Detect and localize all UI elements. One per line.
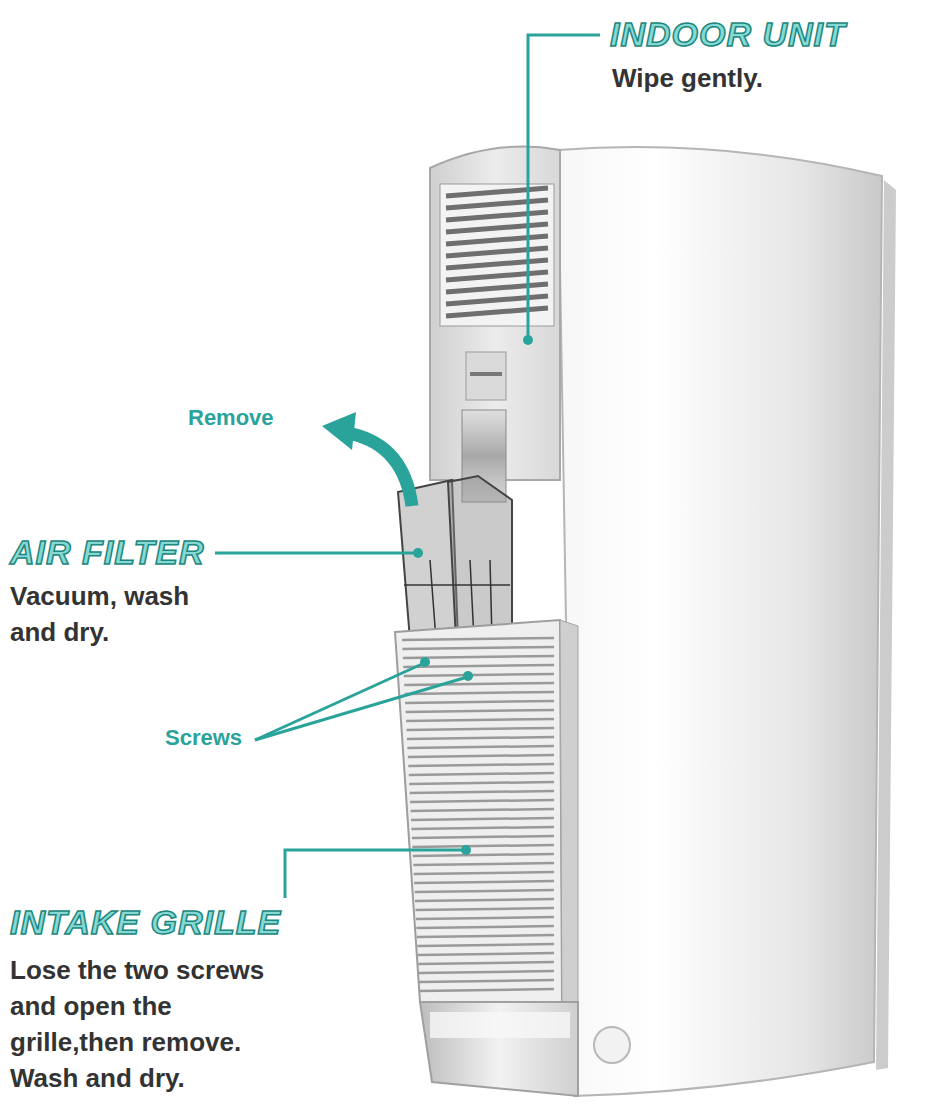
part-label: Screws [165,724,255,752]
louver-slats-part [446,260,548,268]
grille-slat [402,638,554,640]
air-filter-part-part [430,560,436,640]
intake-grille-part [395,620,562,1002]
grille-slat [415,899,554,901]
grille-slat [408,755,554,757]
unit-base-part [594,1027,630,1063]
leader-lines-part [215,552,414,555]
air-filter-part-part [404,584,510,586]
louver-slats-part [446,272,548,280]
leader-dots-part [413,548,423,558]
leader-dots [413,335,533,855]
grille-slat [417,944,554,946]
instruction-text: Wipe gently. [612,60,932,96]
grille-slat [420,989,554,991]
grille-slat [416,908,555,910]
air-filter-part [448,476,512,640]
grille-slat [402,647,554,649]
leader-dots-part [523,335,533,345]
grille-slat [411,809,554,811]
remove-arrow-part [352,434,412,506]
louver-slats-part [446,248,548,256]
leader-dots-part [461,845,471,855]
part-heading: AIR FILTER [10,532,215,572]
grille-slat [411,827,554,829]
instruction-text: Vacuum, wash and dry. [10,578,210,650]
grille-slat [418,962,554,964]
unit-base [420,1002,630,1096]
grille-slat [405,701,554,703]
grille-slat [408,764,554,766]
leader-dots-part [463,671,473,681]
grille-slat [411,818,554,820]
grille-slat [404,674,554,676]
grille-slat [407,737,554,739]
grille-slat [404,683,554,685]
remove-arrow-part [322,412,356,450]
louver-slats-part [446,284,548,292]
leader-lines-part [528,35,600,336]
unit-base-part [430,1012,570,1038]
louver-slats [446,188,548,316]
leader-lines-part [255,678,464,740]
grille-slat [410,791,554,793]
grille-slat [407,746,554,748]
grille-slat [406,719,554,721]
grille-slat [410,800,554,802]
grille-slat [419,971,554,973]
grille-slat [413,854,554,856]
louver-slats-part [446,224,548,232]
grille-slat [416,917,554,919]
grille-slat [405,692,554,694]
louver-slats-part [446,296,548,304]
grille-slat [415,890,554,892]
grille-slat [406,710,554,712]
grille-slat [413,863,554,865]
leader-lines-part [285,850,462,898]
grille-slat [414,881,554,883]
grille-slat [417,935,554,937]
louver-slats-part [446,188,548,196]
logo-mark [470,372,502,376]
leader-lines [215,35,600,898]
intake-grille-part [560,620,578,1002]
leader-dots-part [420,657,430,667]
louver-frame [440,184,554,326]
grille-slat [418,953,554,955]
remove-arrow [322,412,412,506]
intake-grille [395,620,578,1002]
grille-slat [412,845,554,847]
louver-slats-part [446,200,548,208]
part-heading: INDOOR UNIT [610,14,930,54]
unit-base-part [420,1002,578,1096]
grille-slat [416,926,554,928]
side-panel [558,147,882,1096]
grille-slat [409,773,554,775]
louver-slats-part [446,236,548,244]
grille-slat [412,836,554,838]
louver-slats-part [446,308,548,316]
grille-slat [409,782,554,784]
leader-lines-part [255,664,422,740]
part-heading: INTAKE GRILLE [10,902,340,942]
grille-slat [414,872,554,874]
grille-slat [407,728,555,730]
action-label: Remove [188,404,318,432]
grille-slat [419,980,554,982]
instruction-text: Lose the two screws and open the grille,… [10,952,285,1096]
louver-slats-part [446,212,548,220]
logo-plate [466,352,506,400]
